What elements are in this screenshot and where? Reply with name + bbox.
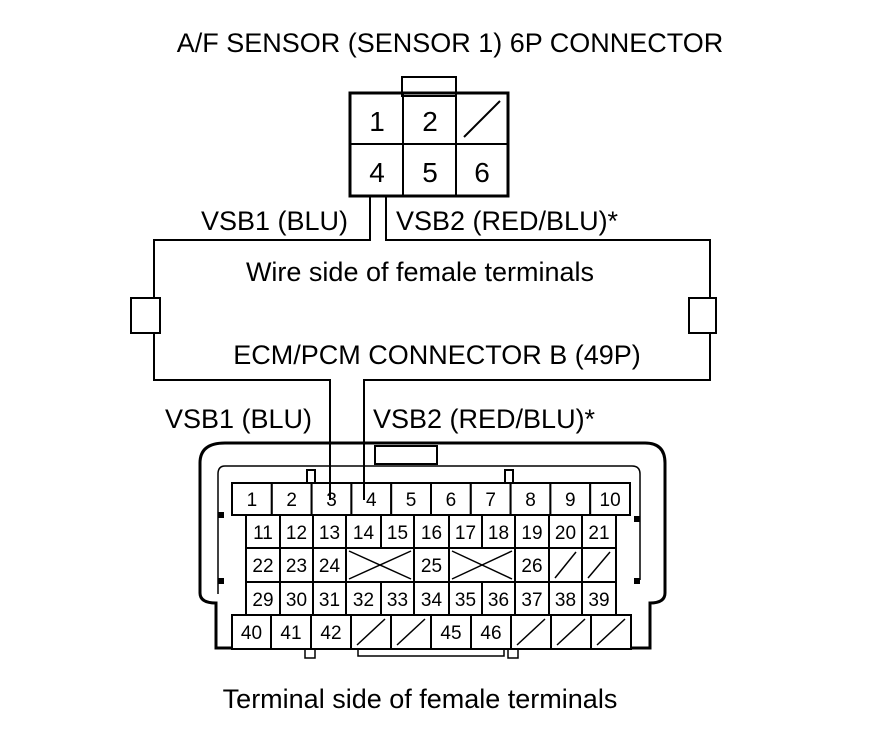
ecm-pin-26: 26 xyxy=(521,556,542,577)
ecm-pin-35: 35 xyxy=(455,590,476,611)
ecm-pin-29: 29 xyxy=(252,590,273,611)
ecm-pin-14: 14 xyxy=(353,523,375,544)
ecm-pin-31: 31 xyxy=(319,590,340,611)
ecm-pin-40: 40 xyxy=(241,623,262,644)
sensor-wire-left-label: VSB1 (BLU) xyxy=(201,206,348,236)
sensor-pin-2: 2 xyxy=(422,106,438,137)
ecm-pin-4: 4 xyxy=(366,490,377,511)
ecm-pin-46: 46 xyxy=(480,623,501,644)
ecm-pin-42: 42 xyxy=(320,623,341,644)
ecm-pin-11: 11 xyxy=(253,523,273,544)
ecm-blank-cavity xyxy=(554,551,577,579)
ecm-pin-13: 13 xyxy=(319,523,340,544)
sensor-pin-3-blank xyxy=(463,100,501,138)
sensor-wire-right-label: VSB2 (RED/BLU)* xyxy=(396,206,619,236)
ecm-pin-23: 23 xyxy=(286,556,307,577)
ecm-pin-37: 37 xyxy=(521,590,542,611)
ecm-pin-6: 6 xyxy=(446,490,457,511)
ecm-blank-cavity xyxy=(556,618,586,646)
ecm-connector-title: ECM/PCM CONNECTOR B (49P) xyxy=(233,340,641,370)
ecm-pin-8: 8 xyxy=(525,490,536,511)
sensor-pin-4: 4 xyxy=(369,157,385,188)
ecm-pin-2: 2 xyxy=(286,490,297,511)
sensor-connector-title: A/F SENSOR (SENSOR 1) 6P CONNECTOR xyxy=(177,28,724,58)
ecm-connector-housing xyxy=(198,441,667,659)
sensor-connector-latch xyxy=(401,76,457,97)
ecm-wire-left-label: VSB1 (BLU) xyxy=(165,404,312,434)
ecm-terminal-side-caption: Terminal side of female terminals xyxy=(223,684,618,714)
sensor-wire-side-caption: Wire side of female terminals xyxy=(246,257,594,287)
ecm-pin-32: 32 xyxy=(353,590,374,611)
ecm-pin-3: 3 xyxy=(326,490,337,511)
sensor-connector-body xyxy=(348,91,510,198)
ecm-pin-38: 38 xyxy=(555,590,576,611)
ecm-pin-33: 33 xyxy=(387,590,408,611)
ecm-blank-cavity xyxy=(587,551,611,579)
ecm-pin-12: 12 xyxy=(286,523,307,544)
ecm-pin-41: 41 xyxy=(280,623,301,644)
wire-vsb2 xyxy=(363,196,711,500)
ecm-pin-21: 21 xyxy=(588,523,609,544)
ecm-pin-10: 10 xyxy=(600,490,621,511)
ecm-pin-9: 9 xyxy=(565,490,576,511)
ecm-pin-7: 7 xyxy=(485,490,496,511)
ecm-pin-17: 17 xyxy=(455,523,476,544)
wire-vsb1 xyxy=(153,196,371,500)
ecm-pin-16: 16 xyxy=(421,523,442,544)
ecm-pin-5: 5 xyxy=(406,490,417,511)
ecm-pin-18: 18 xyxy=(488,523,509,544)
ecm-pin-39: 39 xyxy=(588,590,609,611)
ecm-blank-cavity xyxy=(596,618,626,646)
wire-splice-left xyxy=(130,297,161,334)
ecm-wire-right-label: VSB2 (RED/BLU)* xyxy=(373,404,596,434)
ecm-pin-45: 45 xyxy=(440,623,461,644)
sensor-pin-1: 1 xyxy=(369,106,385,137)
wire-splice-right xyxy=(688,297,717,334)
ecm-pin-30: 30 xyxy=(286,590,307,611)
ecm-pin-15: 15 xyxy=(387,523,408,544)
ecm-pin-22: 22 xyxy=(252,556,273,577)
ecm-pin-36: 36 xyxy=(488,590,509,611)
sensor-pin-6: 6 xyxy=(474,157,490,188)
ecm-blank-cavity xyxy=(396,618,426,646)
sensor-pin-5: 5 xyxy=(422,157,438,188)
ecm-blank-cavity xyxy=(356,618,386,646)
ecm-pin-24: 24 xyxy=(319,556,341,577)
ecm-pin-19: 19 xyxy=(521,523,542,544)
ecm-pin-20: 20 xyxy=(555,523,576,544)
ecm-pin-1: 1 xyxy=(247,490,258,511)
ecm-pin-34: 34 xyxy=(421,590,443,611)
ecm-pin-25: 25 xyxy=(421,556,442,577)
ecm-blank-cavity xyxy=(516,618,546,646)
